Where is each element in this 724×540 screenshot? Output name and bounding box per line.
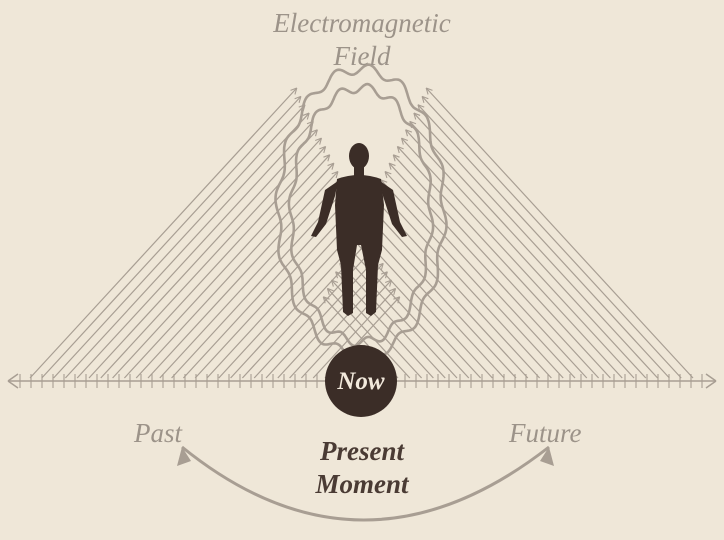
converging-right-line: [414, 113, 658, 378]
converging-left-line: [89, 130, 317, 378]
converging-right-line: [426, 88, 693, 378]
now-label: Now: [323, 362, 399, 402]
converging-right-line: [381, 180, 563, 378]
converging-left-line: [54, 105, 305, 378]
converging-left-line: [160, 180, 342, 378]
converging-left-line: [42, 96, 301, 378]
present-label: Present: [262, 435, 462, 468]
title-line-2: Field: [262, 40, 462, 73]
past-label: Past: [134, 418, 182, 449]
title-line-1: Electromagnetic: [262, 7, 462, 40]
converging-left-line: [113, 146, 326, 378]
converging-left-line: [148, 172, 338, 378]
future-label: Future: [509, 418, 581, 449]
converging-left-line: [65, 113, 309, 378]
converging-right-line: [418, 105, 669, 378]
converging-right-line: [377, 188, 552, 378]
converging-left-line: [101, 138, 322, 378]
converging-right-line: [397, 146, 610, 378]
converging-right-line: [389, 163, 587, 378]
converging-right-line: [385, 172, 575, 378]
converging-right-line: [393, 155, 598, 378]
converging-right-line: [406, 130, 634, 378]
converging-left-line: [30, 88, 297, 378]
converging-right-line: [402, 138, 623, 378]
converging-right-line: [422, 96, 681, 378]
moment-label: Moment: [262, 468, 462, 501]
converging-left-line: [136, 163, 334, 378]
